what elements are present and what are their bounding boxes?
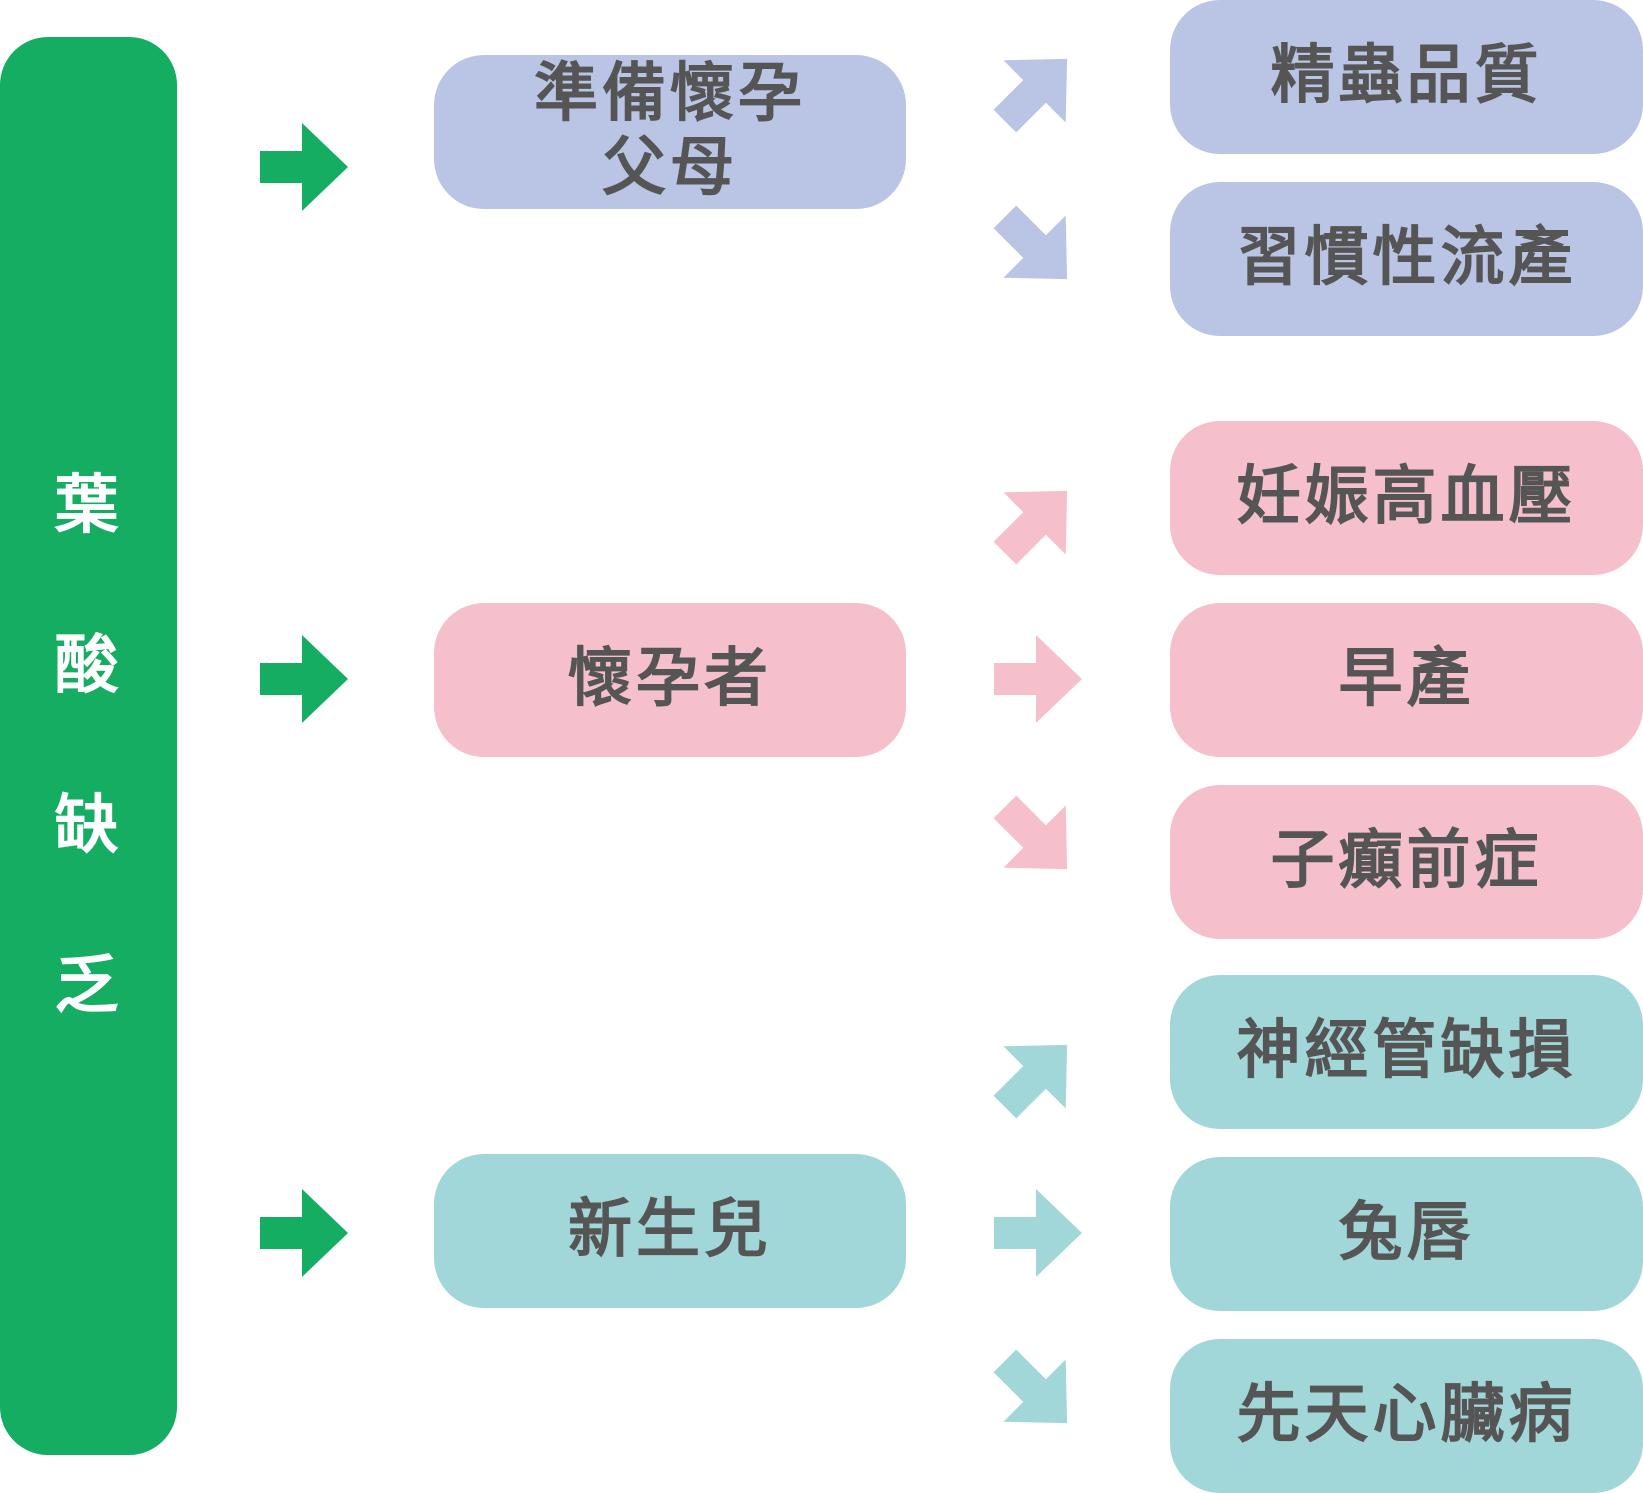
- root-label-char: 葉: [54, 469, 123, 543]
- arrow-right-icon: [260, 1189, 348, 1277]
- outcome-node: 神經管缺損: [1170, 975, 1643, 1129]
- outcome-node: 妊娠高血壓: [1170, 421, 1643, 575]
- label-line: 準備懷孕: [534, 57, 806, 132]
- group-node-newborn: 新生兒: [434, 1154, 906, 1308]
- arrow-up-right-icon: [973, 1013, 1099, 1139]
- root-node-folic-acid-deficiency: 葉酸缺乏: [0, 37, 177, 1455]
- outcome-label: 早產: [1338, 642, 1475, 717]
- arrow-up-right-icon: [973, 459, 1099, 585]
- arrow-right-icon: [994, 635, 1082, 723]
- group-label: 新生兒: [568, 1193, 772, 1268]
- outcome-label: 妊娠高血壓: [1236, 460, 1577, 535]
- outcome-label: 兔唇: [1338, 1196, 1475, 1271]
- outcome-label: 子癲前症: [1270, 824, 1543, 899]
- group-label: 懷孕者: [568, 642, 772, 717]
- outcome-node: 先天心臟病: [1170, 1339, 1643, 1493]
- outcome-label: 先天心臟病: [1236, 1378, 1577, 1453]
- outcome-node: 習慣性流產: [1170, 182, 1643, 336]
- arrow-right-icon: [994, 1189, 1082, 1277]
- outcome-node: 兔唇: [1170, 1157, 1643, 1311]
- arrow-down-right-icon: [973, 775, 1099, 901]
- outcome-label: 習慣性流產: [1236, 221, 1577, 296]
- arrow-right-icon: [260, 635, 348, 723]
- label-line: 父母: [602, 131, 738, 205]
- outcome-label: 精蟲品質: [1270, 39, 1543, 114]
- group-node-pregnant: 懷孕者: [434, 603, 906, 757]
- arrow-down-right-icon: [973, 185, 1099, 311]
- root-label-char: 乏: [54, 949, 123, 1023]
- group-node-preparing-parents: 準備懷孕父母: [434, 55, 906, 209]
- group-label: 準備懷孕父母: [534, 58, 806, 205]
- arrow-up-right-icon: [973, 27, 1099, 153]
- outcome-node: 子癲前症: [1170, 785, 1643, 939]
- outcome-label: 神經管缺損: [1236, 1014, 1577, 1089]
- outcome-node: 精蟲品質: [1170, 0, 1643, 154]
- arrow-right-icon: [260, 123, 348, 211]
- root-label-char: 缺: [54, 789, 123, 863]
- arrow-down-right-icon: [973, 1329, 1099, 1455]
- root-label-char: 酸: [54, 629, 123, 703]
- outcome-node: 早產: [1170, 603, 1643, 757]
